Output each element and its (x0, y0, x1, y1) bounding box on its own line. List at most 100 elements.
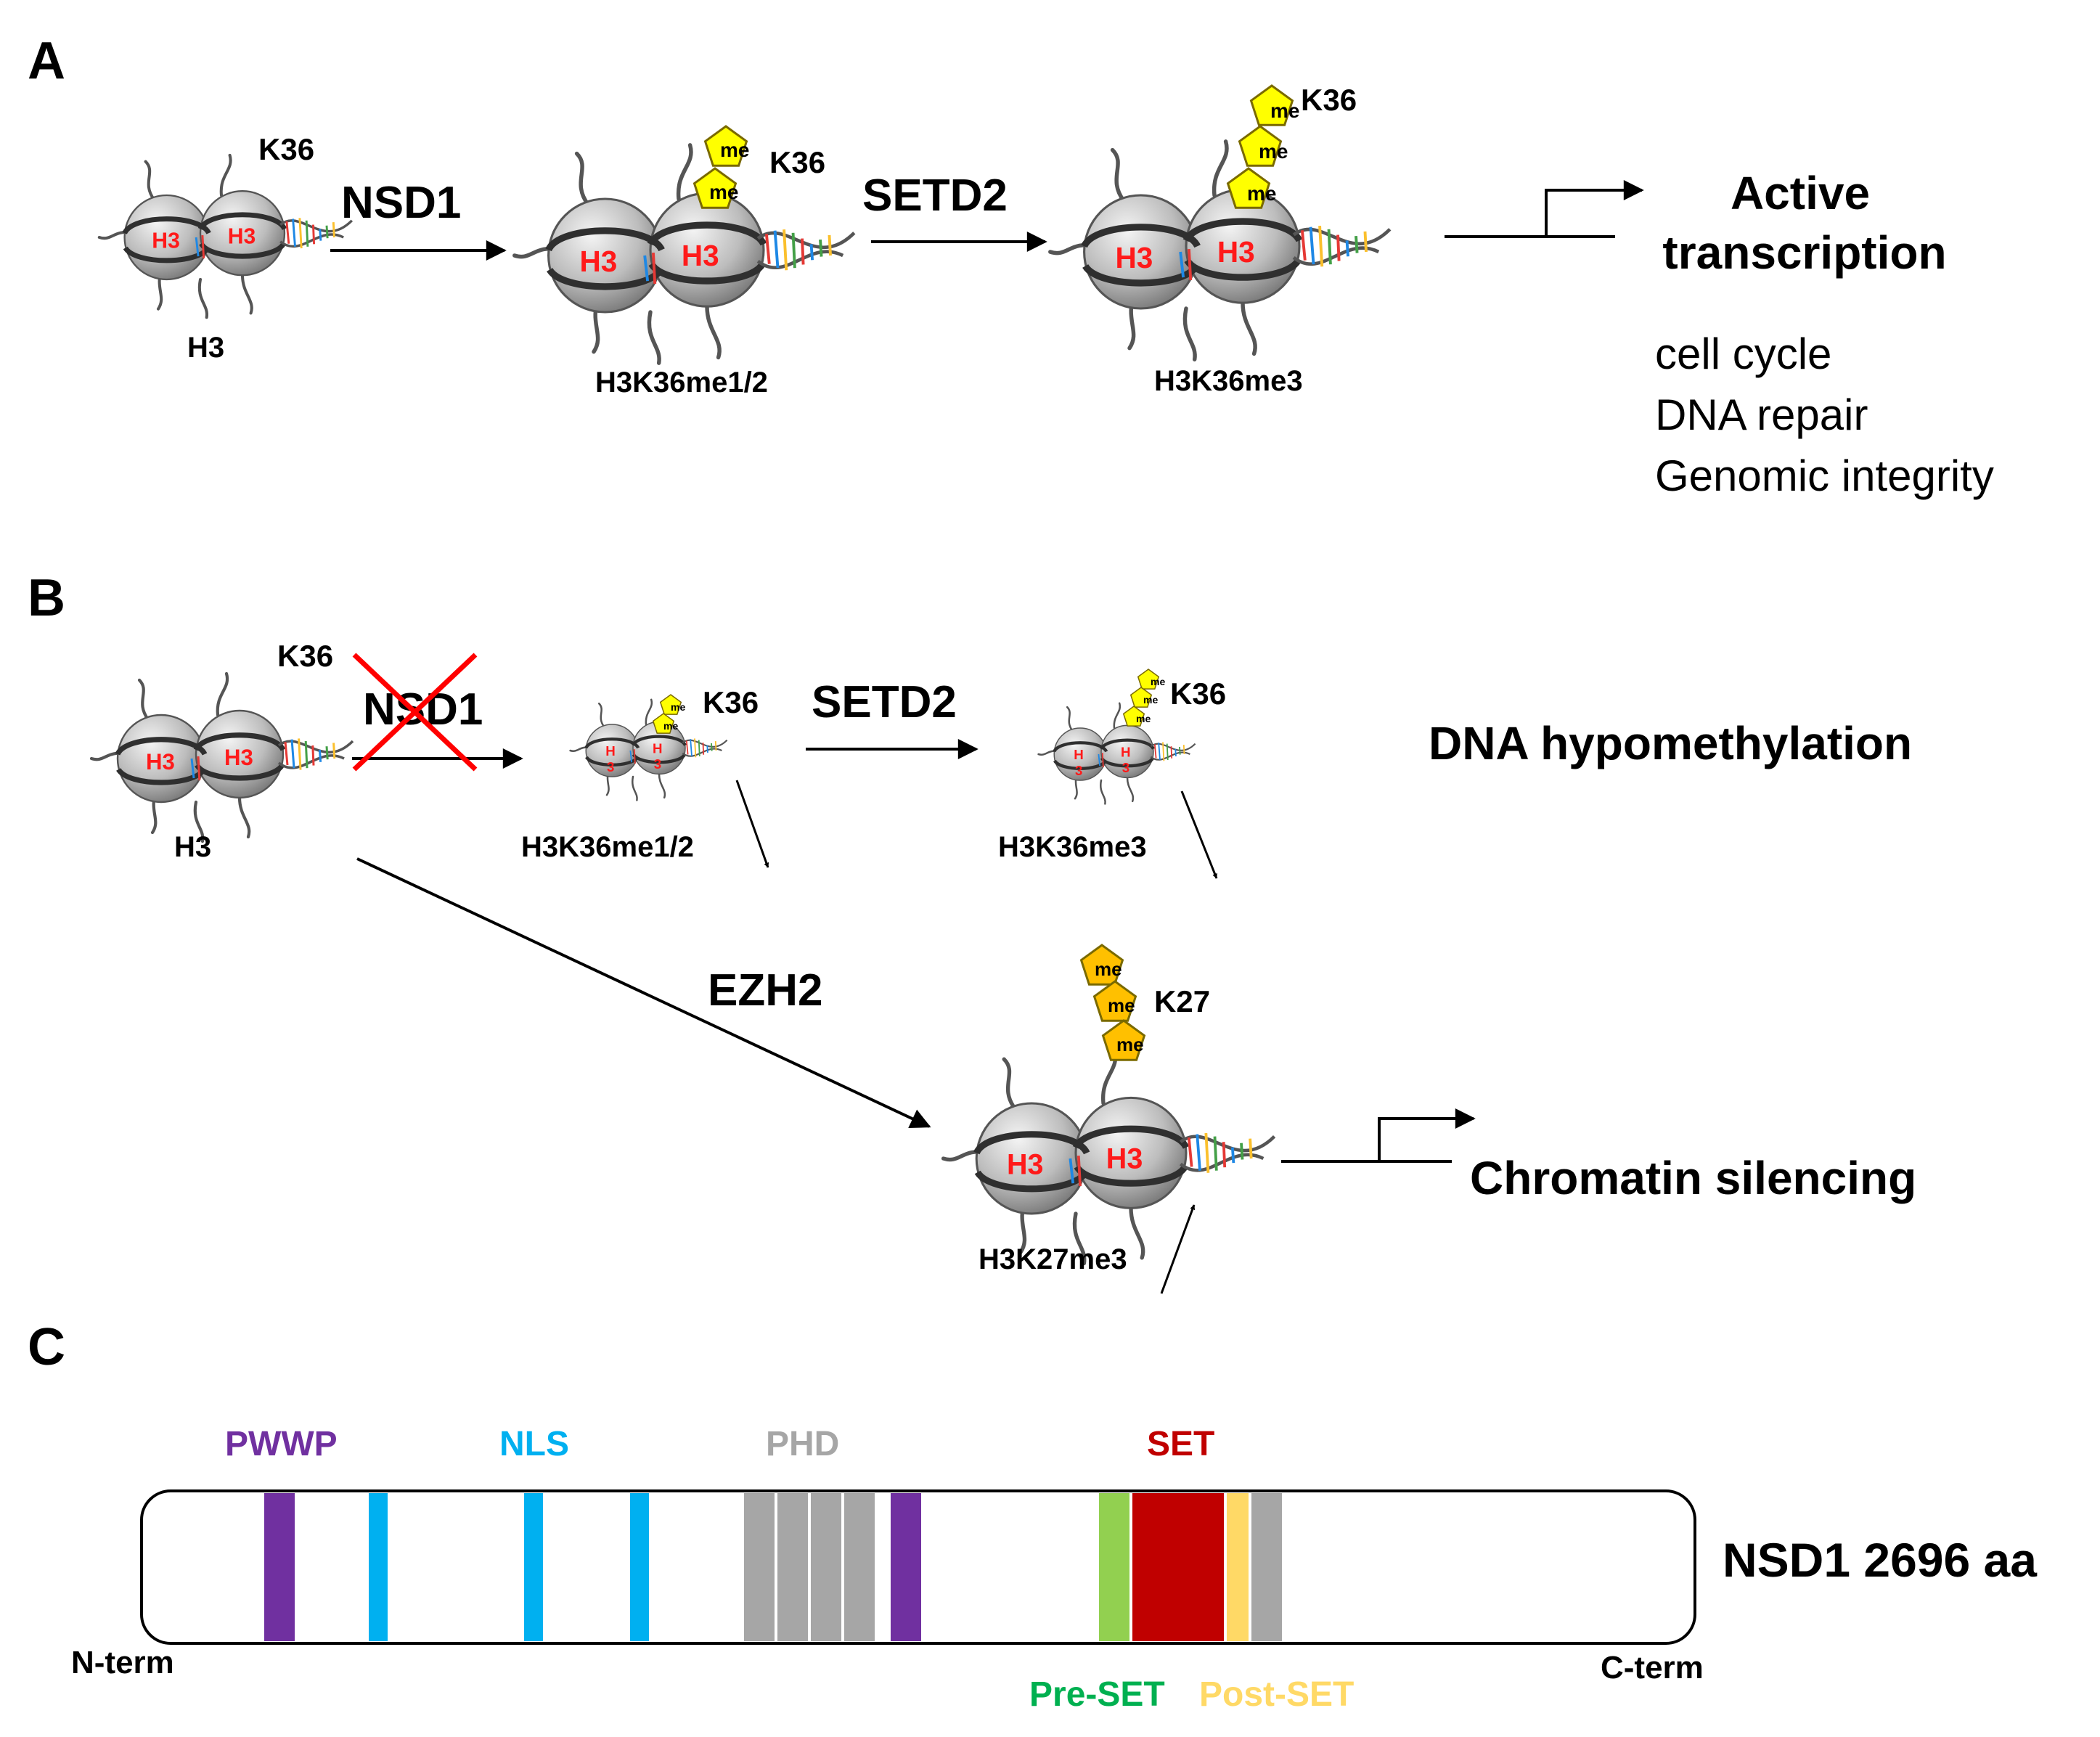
methyl-group-icon: me (1080, 944, 1124, 986)
h3-glyph: H3 (1116, 241, 1153, 274)
nucleosome-icon: H3 H3 (91, 674, 353, 841)
arrow (735, 780, 769, 868)
domain-phd-block (744, 1493, 775, 1641)
nucleosome-icon: H 3 H 3 (1039, 703, 1196, 804)
label-nls: NLS (499, 1425, 569, 1463)
arrow (356, 857, 931, 1128)
outcome-dna-hypomethylation: DNA hypomethylation (1429, 717, 1912, 769)
nucleosome-icon: H3 H3 (515, 145, 854, 363)
me-glyph: me (1247, 182, 1276, 205)
k27-label: K27 (1154, 984, 1210, 1018)
h3-glyph: H3 (1217, 235, 1255, 269)
methyl-group-icon: me (1123, 706, 1151, 727)
domain-set-block (1132, 1493, 1224, 1641)
h3-glyph: H3 (1106, 1143, 1143, 1175)
domain-phd-block (844, 1493, 875, 1641)
me-glyph: me (671, 701, 685, 713)
h-glyph: H (1121, 745, 1131, 760)
three-glyph: 3 (1122, 760, 1129, 775)
domain-pwwp-block (264, 1493, 295, 1641)
state-h3: H3 (187, 332, 224, 364)
h3-glyph: H3 (224, 745, 253, 770)
enzyme-setd2: SETD2 (812, 677, 957, 727)
methyl-group-icon: me (1227, 167, 1276, 209)
methyl-group-icon: me (693, 167, 738, 209)
k36-label: K36 (769, 145, 825, 179)
label-phd: PHD (766, 1425, 839, 1463)
nucleosome-icon: H3 H3 (99, 155, 352, 317)
label-post-set: Post-SET (1199, 1675, 1354, 1714)
outcome-active: Active (1731, 167, 1870, 219)
process-item: DNA repair (1655, 391, 1868, 439)
h3-glyph: H3 (1007, 1148, 1044, 1180)
methyl-group-icon: me (1250, 84, 1299, 126)
state-h3k36me1-2: H3K36me1/2 (521, 831, 694, 863)
panel-a: A H3 H3 K36 H3 NSD1 H3 H3 me me K36 H3K3… (28, 32, 1994, 500)
state-h3k36me3: H3K36me3 (1154, 365, 1303, 397)
domain-pwwp-block (891, 1493, 921, 1641)
domain-phd-block (777, 1493, 808, 1641)
panel-b-letter: B (28, 569, 65, 627)
three-glyph: 3 (1075, 763, 1082, 778)
outcome-transcription: transcription (1662, 226, 1946, 279)
cross-icon (352, 653, 478, 772)
label-set: SET (1147, 1425, 1214, 1463)
h-glyph: H (1074, 747, 1084, 762)
protein-name-length: NSD1 2696 aa (1723, 1533, 2038, 1587)
me-glyph: me (1136, 713, 1151, 724)
c-term-label: C-term (1601, 1650, 1704, 1685)
domain-phd-block (811, 1493, 841, 1641)
panel-a-letter: A (28, 32, 65, 90)
nucleosome-icon: H 3 H 3 (571, 700, 727, 801)
enzyme-nsd1: NSD1 (363, 684, 483, 735)
process-item: Genomic integrity (1655, 451, 1994, 500)
arrow (1160, 1204, 1196, 1294)
domain-pre-set-block (1099, 1493, 1129, 1641)
me-glyph: me (1143, 694, 1158, 706)
methyl-group-icon: me (653, 713, 678, 734)
state-h3k36me1-2: H3K36me1/2 (595, 367, 768, 399)
me-glyph: me (1259, 140, 1288, 163)
domain-phd-block (1251, 1493, 1282, 1641)
me-glyph: me (663, 720, 678, 732)
state-h3: H3 (174, 831, 211, 863)
outcome-chromatin-silencing: Chromatin silencing (1470, 1152, 1916, 1204)
me-glyph: me (1116, 1034, 1144, 1055)
h3-glyph: H3 (152, 229, 180, 253)
methyl-group-icon: me (704, 125, 749, 167)
me-glyph: me (1095, 958, 1122, 980)
methyl-group-icon: me (1130, 687, 1158, 708)
domain-nls-block (524, 1493, 543, 1641)
panel-c-letter: C (28, 1318, 65, 1376)
three-glyph: 3 (654, 756, 661, 772)
domain-post-set-block (1227, 1493, 1249, 1641)
h3-glyph: H3 (580, 245, 618, 278)
me-glyph: me (1270, 99, 1299, 122)
state-h3k36me3: H3K36me3 (998, 831, 1147, 863)
me-glyph: me (1151, 676, 1165, 687)
k36-label: K36 (277, 639, 333, 673)
transcription-start-icon (1445, 180, 1644, 238)
k36-label: K36 (1170, 677, 1226, 711)
h3-glyph: H3 (146, 749, 175, 775)
h-glyph: H (653, 741, 663, 756)
arrow (1180, 790, 1218, 879)
enzyme-ezh2: EZH2 (708, 965, 822, 1015)
h-glyph: H (605, 743, 616, 759)
state-h3k27me3: H3K27me3 (978, 1243, 1127, 1275)
panel-b: B H3 H3 K36 H3 NSD1 H 3 H 3 me (28, 569, 1916, 1294)
label-pwwp: PWWP (225, 1425, 338, 1463)
h3-glyph: H3 (228, 225, 256, 249)
nucleosome-icon: H3 H3 (944, 1051, 1275, 1264)
n-term-label: N-term (71, 1645, 174, 1680)
nucleosome-icon: H3 H3 (1050, 142, 1390, 359)
methyl-group-icon: me (1093, 980, 1137, 1022)
k36-label: K36 (1301, 83, 1357, 117)
k36-label: K36 (703, 685, 759, 719)
me-glyph: me (709, 181, 738, 203)
domain-nls-block (369, 1493, 388, 1641)
methyl-group-icon: me (660, 694, 685, 715)
methyl-group-icon: me (1102, 1019, 1145, 1061)
label-pre-set: Pre-SET (1029, 1675, 1165, 1714)
